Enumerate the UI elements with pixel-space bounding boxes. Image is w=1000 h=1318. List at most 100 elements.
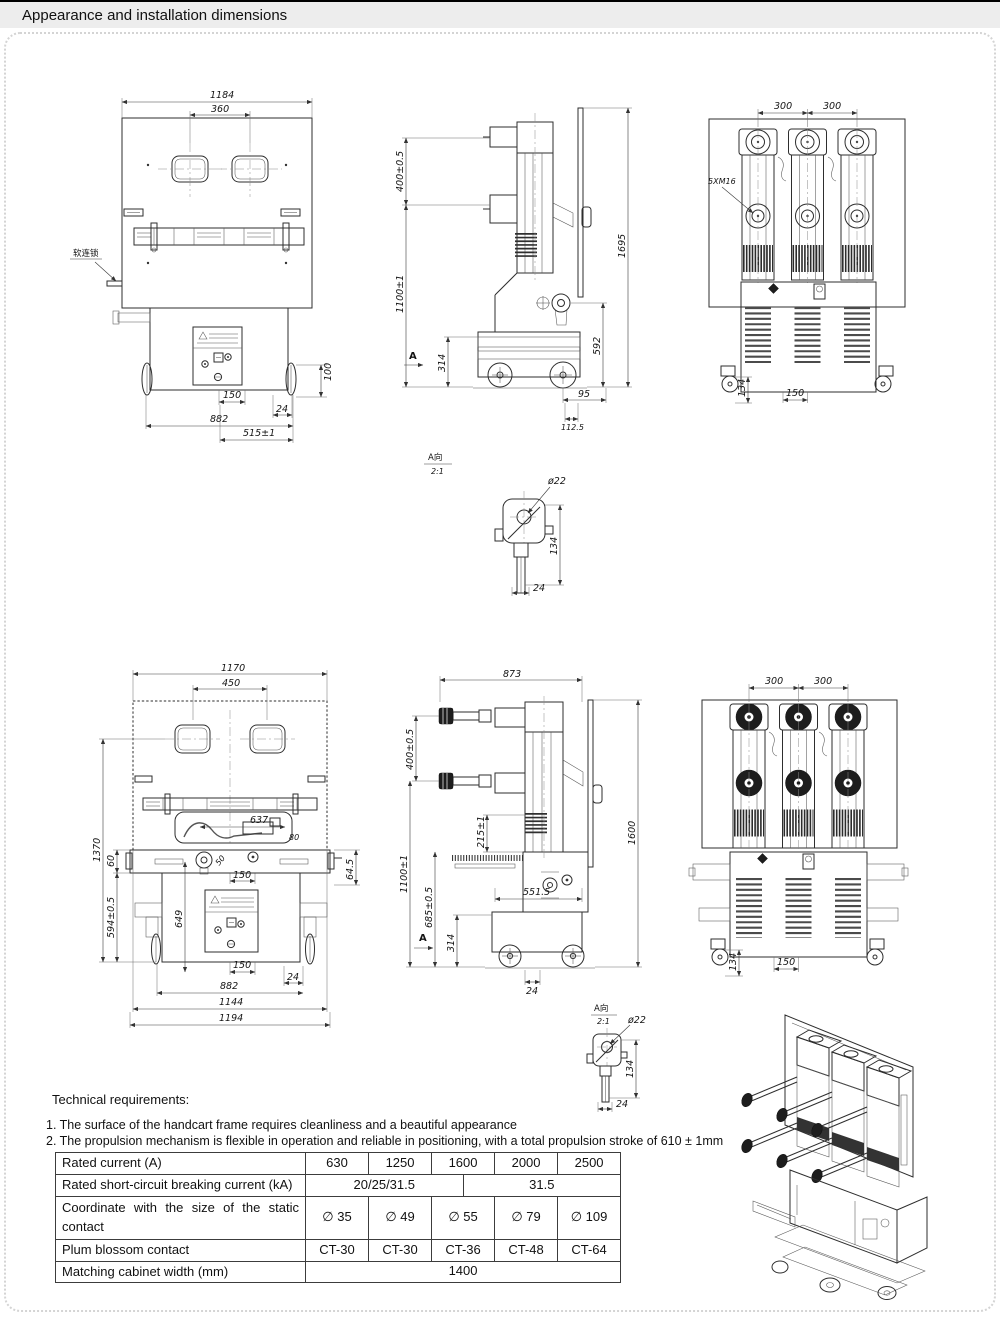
dimension: 1194 <box>129 1012 331 1028</box>
svg-text:592: 592 <box>592 337 603 355</box>
svg-text:1100±1: 1100±1 <box>399 855 410 893</box>
dim-label: 50 <box>214 854 227 868</box>
dimension: 100 <box>296 363 334 398</box>
detail-view-a2: A向 2:1 ø22 134 24 <box>560 1000 710 1135</box>
dimension: 64.5 <box>334 849 360 886</box>
cell: CT-30 <box>368 1238 433 1262</box>
dimension: 1170 <box>132 663 328 701</box>
back-plate <box>577 107 584 298</box>
cell: 2500 <box>557 1152 622 1175</box>
svg-text:300: 300 <box>765 676 783 687</box>
row-label: Rated short-circuit breaking current (kA… <box>55 1173 306 1197</box>
svg-text:150: 150 <box>233 870 251 881</box>
cell: ∅ 35 <box>304 1195 370 1240</box>
svg-text:314: 314 <box>446 934 457 952</box>
cell: 2000 <box>494 1152 559 1175</box>
spec-table: Rated current (A) 630 1250 1600 2000 250… <box>55 1152 622 1284</box>
svg-text:882: 882 <box>210 414 228 425</box>
cell: 1400 <box>304 1260 622 1284</box>
page-title: Appearance and installation dimensions <box>22 6 288 24</box>
row-label: Matching cabinet width (mm) <box>55 1260 306 1284</box>
detail-view-a1: A向 2:1 ø22 134 24 <box>400 447 580 597</box>
svg-text:314: 314 <box>437 354 448 372</box>
dimension: 1144 <box>132 850 328 1012</box>
bolt-callout: 5XM16 <box>708 177 754 214</box>
panel-outline <box>121 117 313 309</box>
svg-text:100: 100 <box>323 363 334 381</box>
dimension: 150 <box>782 388 808 403</box>
svg-text:1184: 1184 <box>210 90 234 101</box>
svg-text:24: 24 <box>276 404 288 415</box>
table-row: Plum blossom contact CT-30 CT-30 CT-36 C… <box>55 1238 622 1262</box>
svg-text:112.5: 112.5 <box>561 423 584 432</box>
dimension: 649 <box>174 861 188 973</box>
dim-label: 80 <box>289 833 299 842</box>
svg-text:ø22: ø22 <box>627 1015 646 1026</box>
cell: 20/25/31.5 <box>305 1173 464 1197</box>
dimension: 150 <box>229 960 256 975</box>
svg-text:300: 300 <box>814 676 832 687</box>
svg-text:1600: 1600 <box>627 821 638 845</box>
svg-text:134: 134 <box>737 379 748 397</box>
svg-text:95: 95 <box>578 389 590 400</box>
dimension: 400±0.5 <box>395 137 490 206</box>
svg-text:134: 134 <box>728 953 739 971</box>
cell: CT-30 <box>304 1238 370 1262</box>
cell: CT-64 <box>557 1238 622 1262</box>
table-row: Coordinate with the size of the static c… <box>55 1195 622 1240</box>
dimension: 551.5 <box>494 887 583 902</box>
cell: 630 <box>304 1152 370 1175</box>
svg-text:515±1: 515±1 <box>243 428 275 439</box>
svg-text:400±0.5: 400±0.5 <box>395 151 406 192</box>
chassis <box>491 911 583 953</box>
row-label: Plum blossom contact <box>55 1238 306 1262</box>
cable-tray <box>174 811 293 844</box>
dimension: 134 <box>725 949 743 977</box>
svg-text:594±0.5: 594±0.5 <box>106 897 117 938</box>
svg-text:ø22: ø22 <box>547 476 566 487</box>
section-header: Appearance and installation dimensions <box>0 2 1000 28</box>
back-plate <box>784 1014 914 1178</box>
dimension: 882 <box>145 395 294 429</box>
cell: 1600 <box>431 1152 496 1175</box>
soft-interlock-label: 软连锁 <box>73 248 99 259</box>
chassis <box>149 307 289 391</box>
terminal-rods <box>741 1076 868 1184</box>
dimension: 24 <box>283 966 304 986</box>
wheel <box>866 948 884 966</box>
mechanism-box <box>522 851 589 913</box>
svg-text:1170: 1170 <box>221 663 245 674</box>
wheel <box>498 944 522 968</box>
chassis <box>161 872 301 963</box>
tech-item-2: 2. The propulsion mechanism is flexible … <box>46 1134 724 1148</box>
svg-text:24: 24 <box>533 583 545 594</box>
wheel-right <box>285 362 297 396</box>
row-label: Coordinate with the size of the static c… <box>55 1195 306 1240</box>
side-view-top: 400±0.5 1100±1 314 A 1695 592 95 112.5 <box>385 85 655 445</box>
dimension: 150 <box>229 870 256 884</box>
svg-text:649: 649 <box>174 910 185 928</box>
front-view-top: 软连锁 1184 360 100 150 24 <box>55 85 385 445</box>
dimension: 450 <box>192 678 268 720</box>
nameplate <box>204 889 259 953</box>
cell: CT-48 <box>494 1238 559 1262</box>
label-bar <box>133 227 305 246</box>
dimension: 112.5 <box>561 403 584 432</box>
svg-text:1194: 1194 <box>219 1013 243 1024</box>
dimension: 300 300 <box>748 676 849 702</box>
cell: 31.5 <box>462 1173 622 1197</box>
dimension: 24 <box>524 970 541 997</box>
dimension: 1100±1 <box>399 780 485 968</box>
cell: ∅ 109 <box>557 1195 622 1240</box>
dia-callout: ø22 <box>527 476 566 514</box>
dimension: 134 <box>609 1039 640 1099</box>
view-arrow-a: A <box>414 933 434 951</box>
table-row: Rated current (A) 630 1250 1600 2000 250… <box>55 1152 622 1175</box>
table-row: Rated short-circuit breaking current (kA… <box>55 1173 622 1197</box>
dimension: 134 <box>525 504 564 586</box>
detail-scale: 2:1 <box>597 1017 610 1026</box>
dia-callout: ø22 <box>609 1015 646 1045</box>
dimension: 1100±1 <box>395 204 473 388</box>
svg-text:450: 450 <box>222 678 240 689</box>
svg-text:360: 360 <box>211 104 229 115</box>
